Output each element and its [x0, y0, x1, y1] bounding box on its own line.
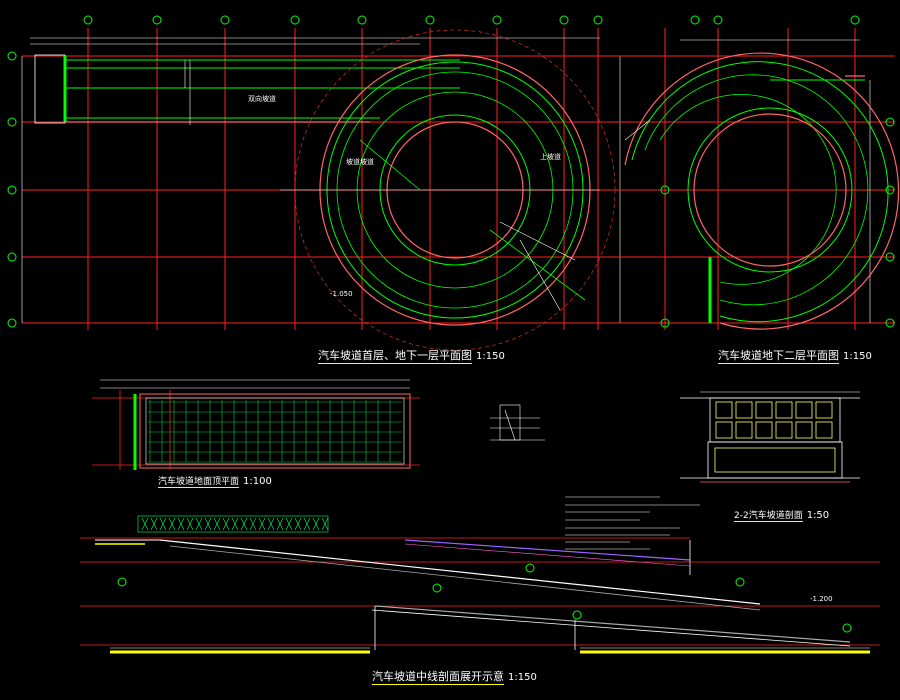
section-cell — [715, 421, 733, 439]
mesh-line — [195, 517, 203, 531]
plan2-title-text: 汽车坡道地下二层平面图 — [718, 349, 839, 364]
mesh-line — [141, 517, 149, 531]
mesh-line — [276, 517, 284, 531]
plan2-title: 汽车坡道地下二层平面图 1:150 — [718, 347, 872, 364]
roof-plan — [92, 379, 420, 470]
label-ramp-straight: 双向坡道 — [248, 95, 276, 103]
plan1-axis-bubbles — [7, 15, 603, 328]
roof-title-text: 汽车坡道地面顶平面 — [158, 474, 240, 488]
notes-block — [565, 496, 700, 550]
mesh-line — [177, 517, 185, 531]
section-cell — [715, 401, 733, 419]
plan2-axis-bubbles — [660, 15, 895, 328]
elevation-title-text: 汽车坡道中线剖面展开示意 — [372, 670, 504, 685]
mesh-line — [267, 517, 275, 531]
label-ramp-curve-in: 坡道坡道 — [346, 158, 374, 166]
small-detail — [490, 404, 545, 441]
mesh-line — [294, 517, 302, 531]
mesh-line — [249, 517, 257, 531]
mesh-line — [150, 517, 158, 531]
elevation-title: 汽车坡道中线剖面展开示意 1:150 — [372, 668, 537, 685]
label-ramp-curve-up: 上坡道 — [540, 153, 561, 161]
mesh-line — [240, 517, 248, 531]
section-2-2 — [680, 391, 860, 483]
plan2-scale: 1:150 — [843, 351, 872, 362]
section-cell — [815, 401, 833, 419]
elevation-section — [80, 515, 880, 654]
plan2-dimensions — [680, 39, 871, 323]
section-cell — [775, 421, 793, 439]
plan1-scale: 1:150 — [476, 351, 505, 362]
mesh-line — [222, 517, 230, 531]
elevation-scale: 1:150 — [508, 672, 537, 683]
mesh-line — [213, 517, 221, 531]
mesh-line — [231, 517, 239, 531]
label-level-b: -1.200 — [810, 595, 833, 603]
mesh-line — [312, 517, 320, 531]
plan2-spiral-ramp — [624, 52, 900, 330]
section-cell — [755, 401, 773, 419]
section-cell — [735, 421, 753, 439]
plan1-title: 汽车坡道首层、地下一层平面图 1:150 — [318, 347, 505, 364]
mesh-line — [204, 517, 212, 531]
section2-scale: 1:50 — [806, 510, 830, 521]
plan1-straight-ramp — [34, 54, 460, 125]
mesh-line — [285, 517, 293, 531]
mesh-line — [321, 517, 329, 531]
mesh-line — [168, 517, 176, 531]
roof-scale: 1:100 — [243, 476, 272, 487]
label-level-a: -1.050 — [330, 290, 353, 298]
section-cell — [755, 421, 773, 439]
plan1-title-text: 汽车坡道首层、地下一层平面图 — [318, 349, 472, 364]
mesh-line — [258, 517, 266, 531]
section-cell — [795, 421, 813, 439]
section-cell — [815, 421, 833, 439]
mesh-line — [159, 517, 167, 531]
mesh-line — [186, 517, 194, 531]
section-cell — [775, 401, 793, 419]
section2-title-text: 2-2汽车坡道剖面 — [734, 508, 803, 522]
section-cell — [795, 401, 813, 419]
section-cell — [735, 401, 753, 419]
mesh-line — [303, 517, 311, 531]
